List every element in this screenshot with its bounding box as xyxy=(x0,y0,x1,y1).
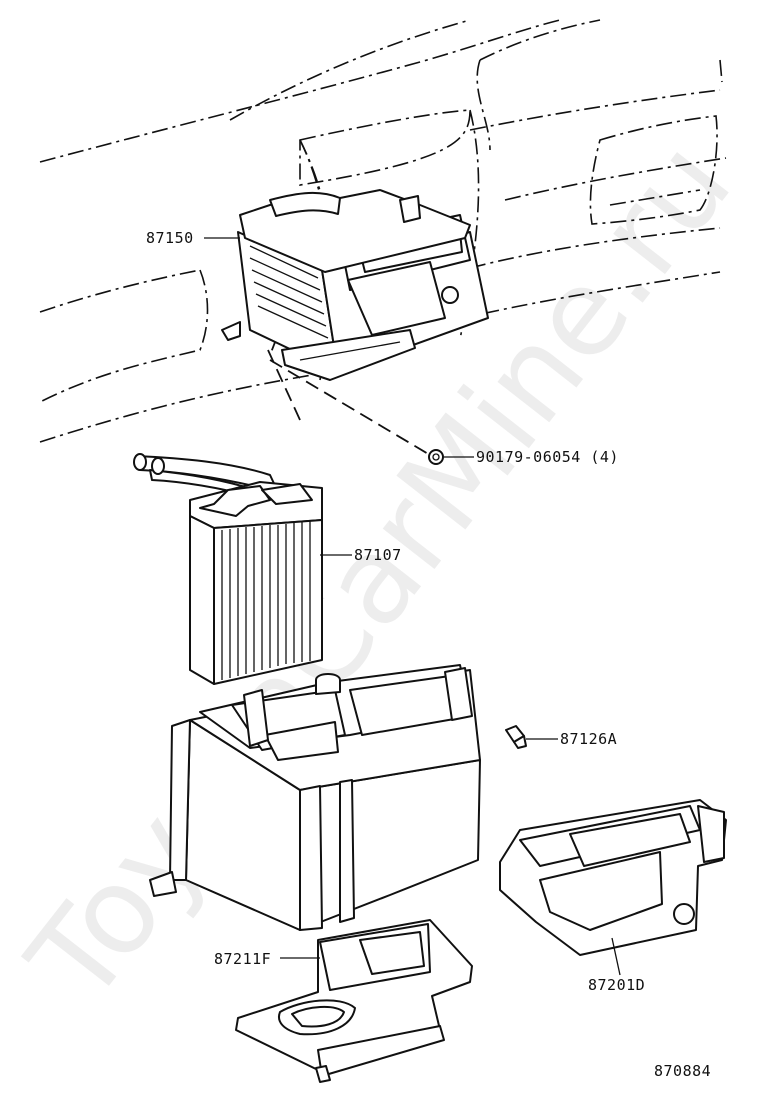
duct-drawing xyxy=(499,799,727,956)
damper-servo-drawing xyxy=(505,725,527,749)
label-87107: 87107 xyxy=(320,546,402,564)
label-87211F: 87211F xyxy=(214,950,320,968)
guide-line xyxy=(269,359,431,456)
heater-case-drawing xyxy=(149,664,481,931)
svg-text:87150: 87150 xyxy=(146,229,194,247)
heater-core-drawing xyxy=(133,453,323,685)
heater-unit-assembly-drawing xyxy=(221,189,489,381)
lower-case-drawing xyxy=(235,919,473,1083)
svg-text:87201D: 87201D xyxy=(588,976,645,994)
diagram-code: 870884 xyxy=(654,1062,711,1080)
label-87150: 87150 xyxy=(146,229,240,247)
label-87201D: 87201D xyxy=(588,937,645,994)
label-90179-06054: 90179-06054 (4) xyxy=(444,448,619,466)
label-87126A: 87126A xyxy=(526,730,617,748)
svg-text:87107: 87107 xyxy=(354,546,402,564)
svg-text:90179-06054 (4): 90179-06054 (4) xyxy=(476,448,619,466)
svg-text:87126A: 87126A xyxy=(560,730,617,748)
svg-text:87211F: 87211F xyxy=(214,950,271,968)
nut-drawing xyxy=(428,449,444,465)
